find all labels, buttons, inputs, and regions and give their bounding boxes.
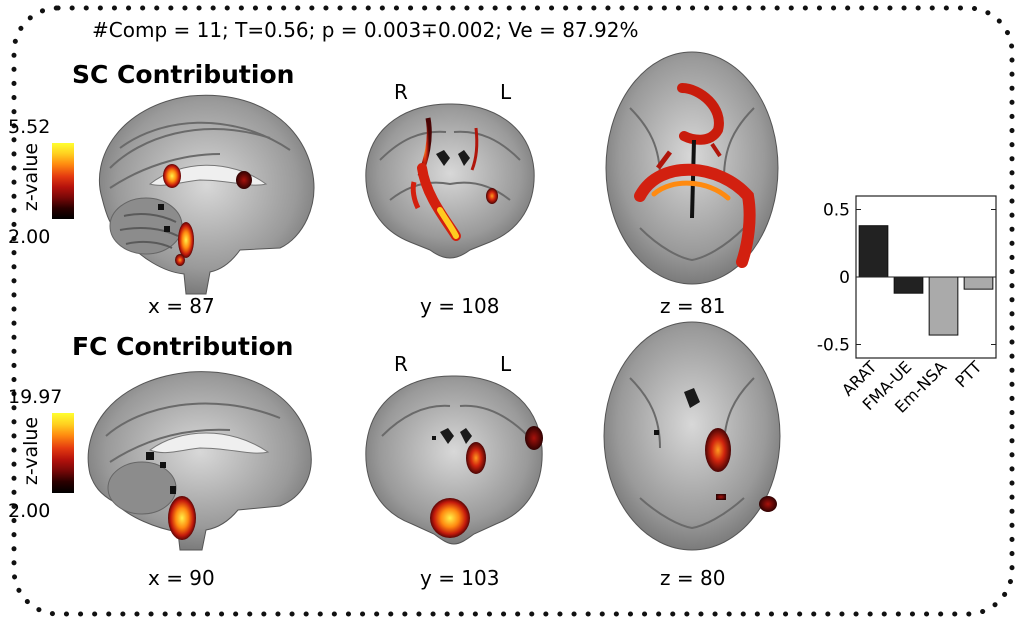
fc-colorbar-min: 2.00: [8, 500, 51, 522]
fc-axial-slice: [603, 321, 781, 551]
fc-colorbar-label: z-value: [20, 416, 42, 486]
bar-fma-ue: [893, 276, 924, 294]
y-tick-label: 0: [839, 268, 850, 288]
y-tick-label: -0.5: [817, 336, 850, 356]
sc-axial-label: z = 81: [660, 294, 726, 318]
sc-colorbar: [52, 143, 74, 219]
bar-em-nsa: [928, 276, 959, 336]
y-tick-label: 0.5: [823, 201, 850, 221]
sc-colorbar-min: 2.00: [8, 226, 51, 248]
fc-right-marker: R: [394, 352, 408, 376]
sc-colorbar-max: 5.52: [8, 116, 51, 138]
fc-coronal-slice: [365, 375, 543, 545]
fc-colorbar-max: 19.97: [8, 386, 63, 408]
sc-colorbar-label: z-value: [20, 142, 42, 212]
x-tick-label: PTT: [951, 357, 985, 391]
fc-coronal-label: y = 103: [420, 566, 500, 590]
fc-sagittal-label: x = 90: [148, 566, 215, 590]
fc-colorbar: [52, 413, 74, 493]
sc-coronal-label: y = 108: [420, 294, 500, 318]
sc-axial-slice: [605, 51, 779, 285]
fc-title: FC Contribution: [72, 332, 294, 361]
fc-sagittal-slice: [87, 371, 312, 551]
sc-left-marker: L: [500, 80, 512, 104]
bar-arat: [858, 225, 889, 278]
sc-right-marker: R: [394, 80, 408, 104]
sc-coronal-slice: [365, 103, 535, 259]
bar-ptt: [963, 276, 994, 290]
fc-axial-label: z = 80: [660, 566, 726, 590]
sc-title: SC Contribution: [72, 60, 295, 89]
fc-left-marker: L: [500, 352, 512, 376]
sc-sagittal-label: x = 87: [148, 294, 215, 318]
header-stats: #Comp = 11; T=0.56; p = 0.003∓0.002; Ve …: [92, 18, 639, 42]
sc-sagittal-slice: [98, 94, 315, 295]
